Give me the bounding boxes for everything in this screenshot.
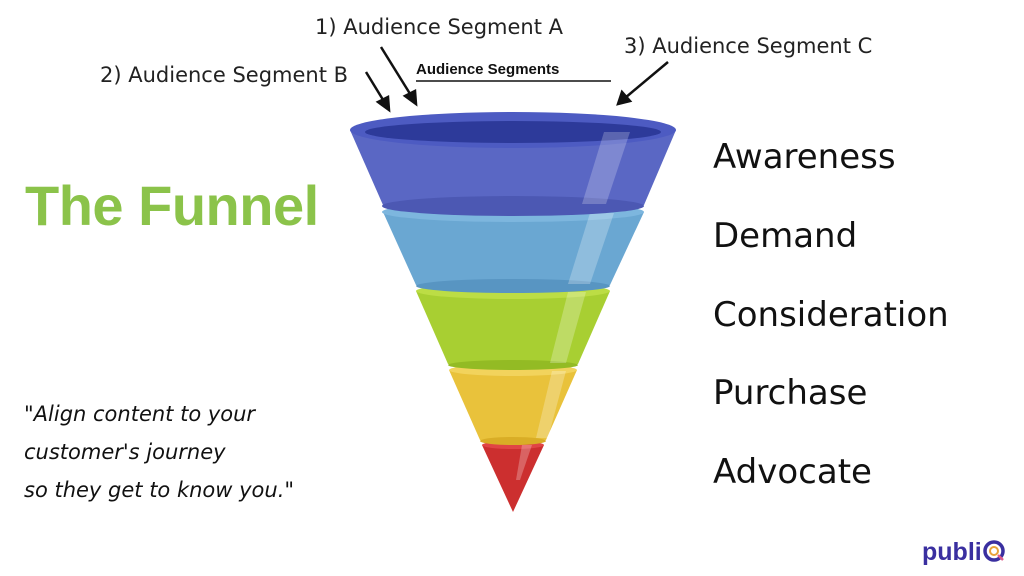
segment-c-label: 3) Audience Segment C bbox=[624, 34, 873, 58]
target-o-icon bbox=[982, 539, 1006, 570]
logo-text: publi bbox=[922, 538, 982, 566]
logo: publi bbox=[922, 538, 1006, 570]
segment-b-label: 2) Audience Segment B bbox=[100, 63, 349, 87]
funnel-band-purchase bbox=[449, 364, 577, 445]
funnel-band-awareness bbox=[350, 112, 676, 216]
quote-line-2: customer's journey bbox=[24, 440, 226, 464]
stage-purchase: Purchase bbox=[713, 373, 868, 413]
stage-awareness: Awareness bbox=[713, 137, 896, 177]
quote: "Align content to your customer's journe… bbox=[24, 395, 294, 509]
funnel-band-demand bbox=[382, 202, 644, 293]
quote-line-1: "Align content to your bbox=[24, 402, 256, 426]
arrow-segment-a bbox=[379, 46, 418, 107]
arrow-segment-b bbox=[364, 71, 391, 113]
quote-line-3: so they get to know you." bbox=[24, 478, 295, 502]
stage-demand: Demand bbox=[713, 216, 858, 256]
arrow-segment-c bbox=[616, 61, 669, 106]
funnel-band-advocate bbox=[482, 441, 544, 512]
stage-advocate: Advocate bbox=[713, 452, 872, 492]
segments-heading: Audience Segments bbox=[416, 61, 560, 78]
page-title: The Funnel bbox=[25, 174, 319, 237]
segment-a-label: 1) Audience Segment A bbox=[315, 15, 563, 39]
funnel-band-consideration bbox=[416, 283, 610, 370]
stage-consideration: Consideration bbox=[713, 295, 949, 335]
